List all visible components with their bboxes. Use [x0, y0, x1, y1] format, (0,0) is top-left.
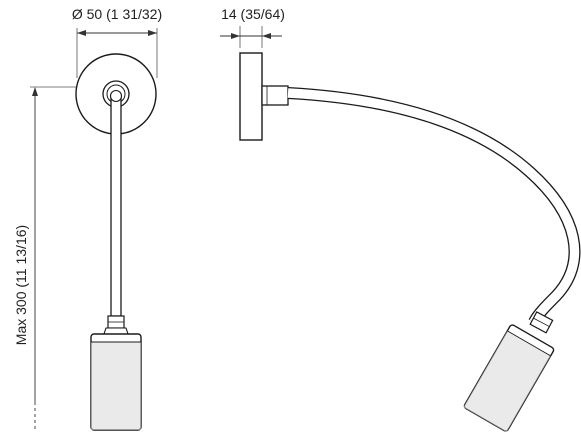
depth-dimension: 14 (35/64) [220, 6, 285, 48]
height-arrow-top [32, 87, 38, 96]
front-flexible-stem [110, 96, 122, 317]
height-dimension: Max 300 (11 13/16) [13, 86, 108, 432]
diameter-dimension: Ø 50 (1 31/32) [72, 6, 162, 78]
side-gooseneck-arm-fill [287, 88, 580, 325]
height-label: Max 300 (11 13/16) [13, 225, 29, 345]
front-stem-cap [109, 89, 123, 103]
side-view [239, 52, 581, 433]
side-mounting-collar [261, 85, 289, 106]
side-lamp-edge [507, 330, 551, 357]
depth-arrow-left [231, 33, 240, 39]
front-view [75, 53, 157, 431]
depth-label: 14 (35/64) [221, 6, 285, 22]
front-lamp-shade [91, 342, 141, 430]
front-neck [103, 327, 129, 335]
diameter-label: Ø 50 (1 31/32) [72, 6, 162, 22]
side-lamp-shade [463, 330, 551, 433]
diameter-arrow-right [148, 30, 157, 36]
depth-arrow-right [262, 33, 271, 39]
side-gooseneck-arm [287, 87, 581, 325]
side-wall-plate [239, 52, 263, 141]
diameter-arrow-left [77, 30, 86, 36]
side-head-collar-ring [533, 317, 550, 327]
